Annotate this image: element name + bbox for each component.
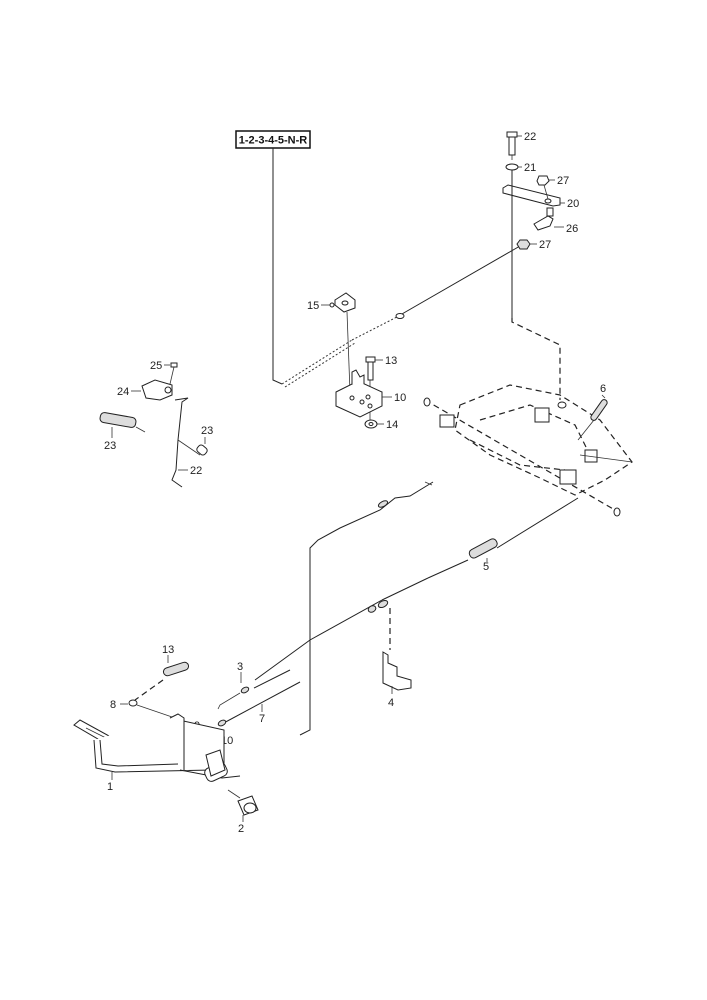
label-25: 25 — [150, 360, 162, 372]
label-17: 15 — [307, 300, 319, 312]
part-4-cable-bracket: 4 — [382, 651, 412, 709]
part-1-pedal-lever: 1 — [73, 713, 241, 793]
lower-cable — [254, 497, 579, 681]
label-6: 6 — [600, 383, 606, 395]
callout-box: 1-2-3-4-5-N-R — [235, 130, 311, 385]
part-22-knob: 23 — [196, 425, 213, 456]
part-20-bolt: 22 — [506, 131, 536, 160]
label-19: 21 — [524, 162, 536, 174]
arm-to-transaxle-line — [511, 170, 567, 409]
label-23: 23 — [104, 440, 116, 452]
label-8: 8 — [110, 699, 116, 711]
part-27-nut-lower: 27 — [516, 239, 551, 251]
label-13: 13 — [162, 644, 174, 656]
part-26-ball-joint: 26 — [533, 207, 578, 235]
label-5: 5 — [483, 561, 489, 573]
label-26: 26 — [566, 223, 578, 235]
transaxle-assembly — [423, 384, 633, 517]
part-5-spring: 5 — [468, 538, 498, 573]
label-4: 4 — [388, 697, 394, 709]
label-7: 7 — [259, 713, 265, 725]
label-2: 2 — [238, 823, 244, 835]
part-3-cable-end: 3 — [217, 661, 291, 710]
part-16-nut: 14 — [364, 419, 398, 431]
part-23-spring: 23 — [99, 412, 146, 452]
part-8-eye-rod: 8 — [110, 699, 176, 719]
callout-box-label: 1-2-3-4-5-N-R — [239, 135, 308, 147]
upper-cable — [299, 481, 434, 736]
part-21-rod: 22 — [171, 397, 202, 488]
part-19-washer: 21 — [505, 162, 536, 174]
label-21: 22 — [190, 465, 202, 477]
part-14-mounting-bracket: 10 — [335, 369, 406, 418]
label-18: 20 — [567, 198, 579, 210]
part-27-nut-upper: 27 — [536, 175, 569, 187]
label-24: 24 — [117, 386, 129, 398]
part-17-clip: 15 — [307, 292, 356, 393]
part-6-spring: 6 — [577, 383, 608, 441]
label-16: 14 — [386, 419, 398, 431]
part-7-cable: 7 — [217, 681, 301, 727]
part-13-spring: 13 — [134, 644, 190, 701]
part-18-shift-arm: 20 — [502, 184, 579, 210]
label-14: 10 — [394, 392, 406, 404]
label-27-lower: 27 — [539, 239, 551, 251]
label-1: 1 — [107, 781, 113, 793]
label-22: 23 — [201, 425, 213, 437]
label-15: 13 — [385, 355, 397, 367]
part-25-screw: 25 — [150, 360, 178, 385]
part-2-bushing: 2 — [227, 789, 259, 835]
label-20: 22 — [524, 131, 536, 143]
shift-cable — [281, 245, 521, 388]
label-27-upper: 27 — [557, 175, 569, 187]
label-3: 3 — [237, 661, 243, 673]
part-24-bracket: 24 — [117, 379, 173, 401]
